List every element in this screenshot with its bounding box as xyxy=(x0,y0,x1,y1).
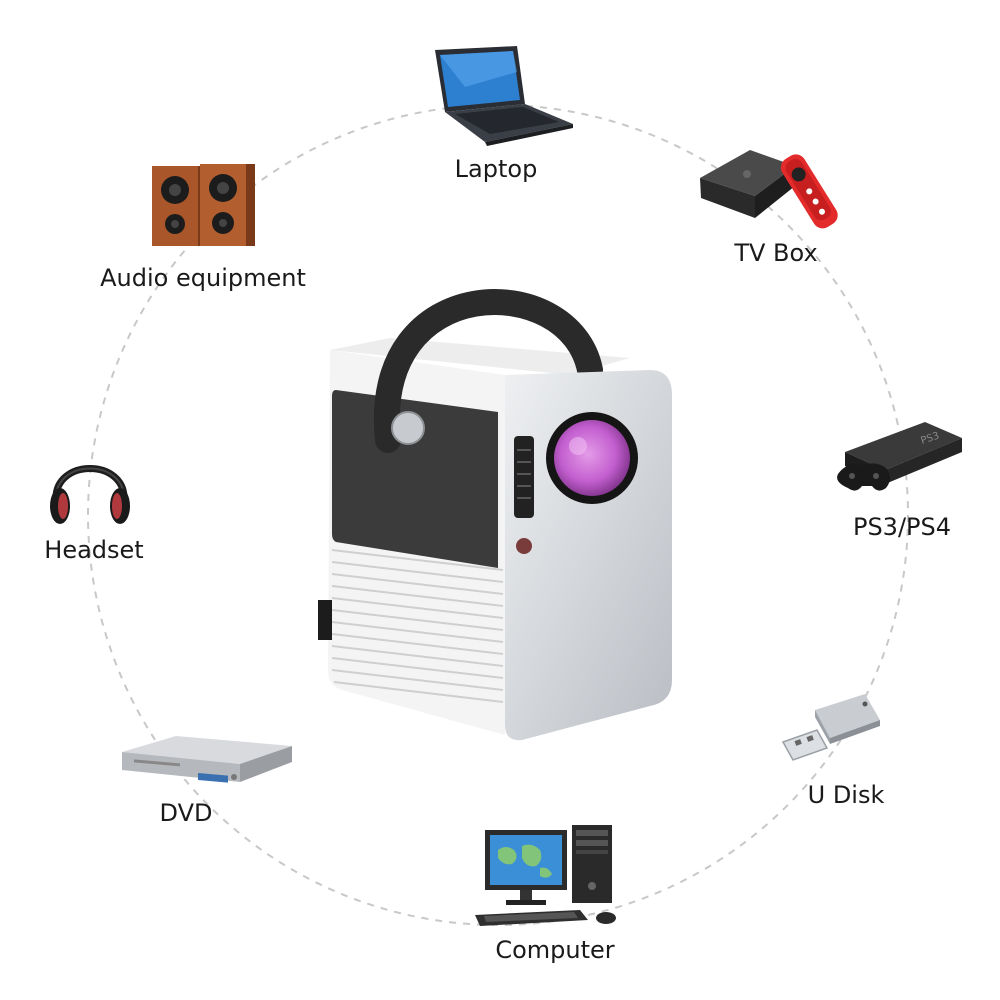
dvd-label: DVD xyxy=(159,799,213,827)
speakers-icon xyxy=(152,164,255,246)
tv-box-label: TV Box xyxy=(734,239,818,267)
computer-label: Computer xyxy=(495,936,615,964)
laptop-label: Laptop xyxy=(454,155,538,183)
headphones-icon xyxy=(50,465,130,524)
ps-label: PS3/PS4 xyxy=(852,513,952,541)
audio-equipment-label: Audio equipment xyxy=(100,264,306,292)
game-console-icon: PS3 xyxy=(837,422,962,491)
laptop-icon xyxy=(435,46,573,146)
dvd-player-icon xyxy=(122,736,292,783)
tv-box-icon xyxy=(700,150,838,229)
headset-label: Headset xyxy=(44,536,144,564)
projector-icon xyxy=(318,289,672,741)
usb-drive-icon xyxy=(781,694,880,761)
u-disk-label: U Disk xyxy=(807,781,885,809)
desktop-computer-icon xyxy=(475,825,616,926)
